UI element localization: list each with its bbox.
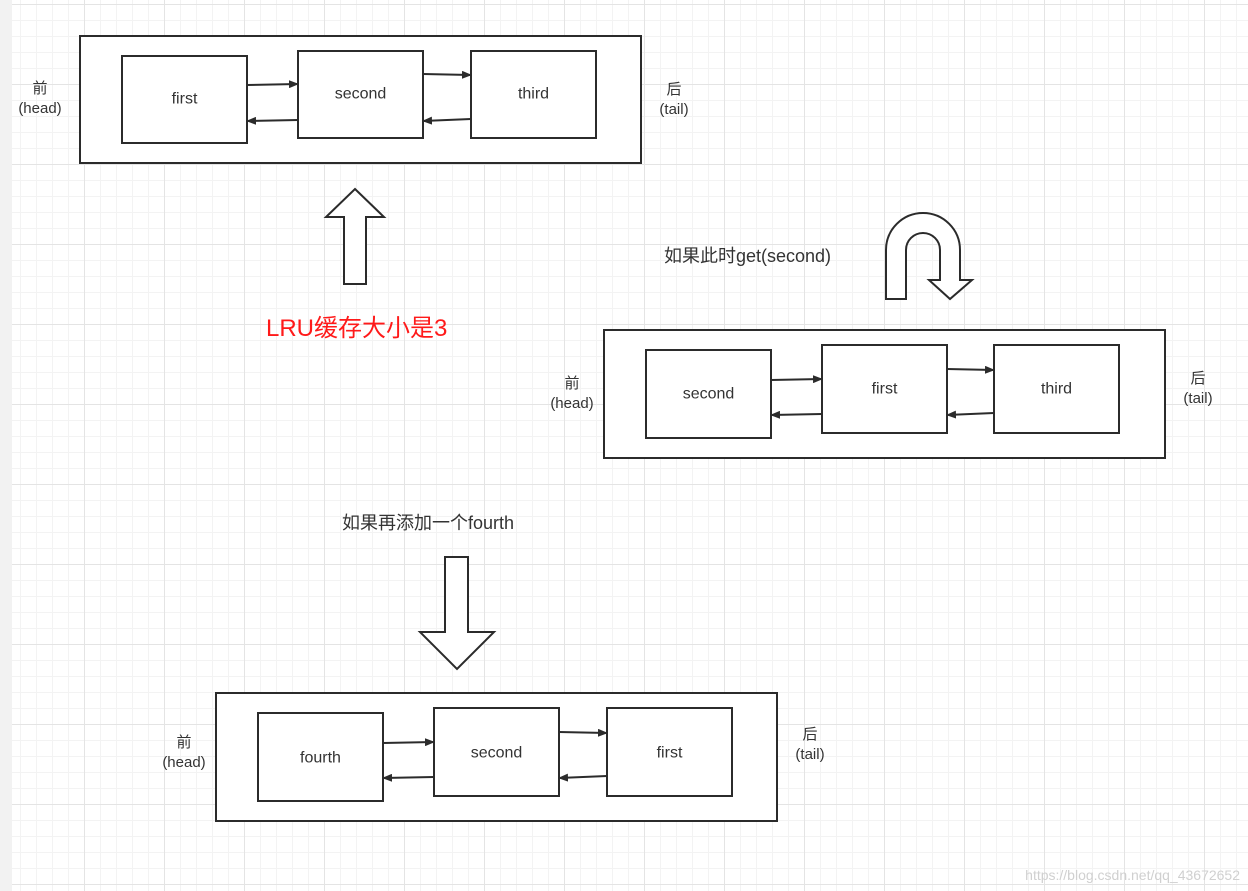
cache-size-caption: LRU缓存大小是3 [266, 315, 448, 342]
list-node: second [297, 50, 424, 139]
node-label: first [657, 745, 683, 762]
list-node: first [606, 707, 733, 797]
prev-pointer-arrow [946, 410, 995, 419]
next-pointer-arrow [246, 80, 299, 89]
node-label: fourth [300, 750, 341, 767]
next-pointer-arrow [770, 375, 823, 384]
next-pointer-arrow [558, 728, 608, 737]
next-pointer-arrow [382, 738, 435, 747]
head-label: 前 (head) [162, 734, 206, 771]
prev-pointer-arrow [246, 116, 299, 125]
get-second-caption: 如果此时get(second) [664, 246, 832, 266]
list-node: fourth [257, 712, 384, 802]
node-label: first [172, 91, 198, 108]
list-node: first [121, 55, 248, 144]
tail-label: 后 (tail) [1183, 370, 1213, 407]
node-label: third [1041, 381, 1072, 398]
node-label: second [335, 86, 387, 103]
watermark-text: https://blog.csdn.net/qq_43672652 [1025, 867, 1240, 883]
list-node: second [433, 707, 560, 797]
list-node: third [993, 344, 1120, 434]
up-arrow-icon [323, 187, 387, 285]
u-turn-arrow-icon [885, 212, 975, 301]
prev-pointer-arrow [382, 773, 435, 782]
list-node: third [470, 50, 597, 139]
canvas-left-edge [0, 0, 12, 891]
tail-label: 后 (tail) [659, 81, 689, 118]
node-label: third [518, 86, 549, 103]
list-diagram-after-get: second first third [603, 329, 1166, 459]
next-pointer-arrow [946, 365, 995, 374]
add-fourth-caption: 如果再添加一个fourth [342, 513, 515, 533]
list-diagram-after-add: fourth second first [215, 692, 778, 822]
prev-pointer-arrow [558, 773, 608, 782]
node-label: second [683, 386, 735, 403]
prev-pointer-arrow [770, 410, 823, 419]
list-node: first [821, 344, 948, 434]
list-diagram-initial: first second third [79, 35, 642, 164]
down-arrow-icon [417, 556, 497, 671]
next-pointer-arrow [422, 70, 472, 79]
node-label: first [872, 381, 898, 398]
tail-label: 后 (tail) [795, 726, 825, 763]
head-label: 前 (head) [550, 375, 594, 412]
prev-pointer-arrow [422, 116, 472, 125]
list-node: second [645, 349, 772, 439]
node-label: second [471, 745, 523, 762]
head-label: 前 (head) [18, 80, 62, 117]
